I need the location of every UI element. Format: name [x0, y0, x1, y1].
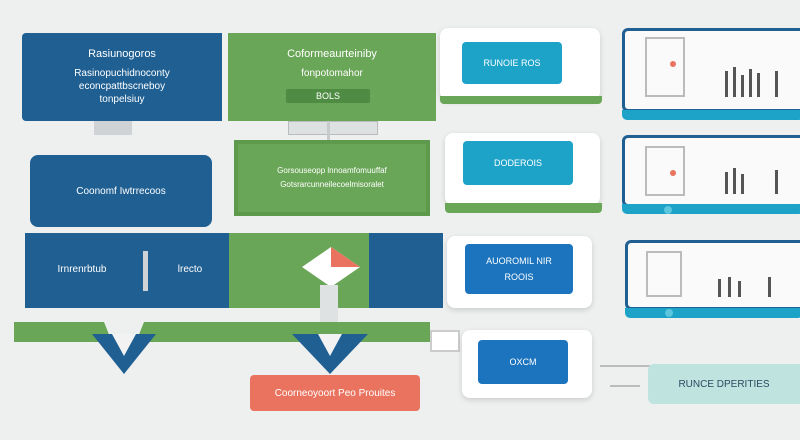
- bols-button[interactable]: BOLS: [286, 89, 370, 103]
- mint-label: RUNCE DPERITIES: [648, 364, 800, 404]
- block-label: Coonomf Iwtrrecoos: [76, 185, 166, 197]
- status-led: [670, 170, 676, 176]
- process-band-bottom-left: Irnrenrbtub lrecto: [25, 233, 229, 308]
- process-block-middle-center: Gorsouseopp lnnoamfomuuffaf Gotsrarcunne…: [234, 140, 430, 216]
- block-title: Coformeaurteiniby: [287, 48, 377, 60]
- band-label: lrecto: [177, 264, 203, 275]
- process-block-middle-left: Coonomf Iwtrrecoos: [30, 155, 212, 227]
- process-band-bottom-right: [369, 233, 443, 308]
- panel-screen: [645, 37, 685, 97]
- block-line: Gorsouseopp lnnoamfomuuffaf: [277, 165, 387, 175]
- block-line: fonpotomahor: [301, 68, 363, 80]
- panel-screen: [645, 146, 685, 196]
- status-card[interactable]: DODEROIS: [445, 133, 600, 205]
- panel-screen: [646, 251, 682, 297]
- connector-line: [610, 385, 640, 387]
- monitor-panel: [622, 28, 800, 112]
- chevron-down-icon: [230, 322, 430, 374]
- card-label-main: AUOROMIL NIR: [486, 256, 552, 266]
- indicator-dot: [665, 309, 673, 317]
- monitor-panel: [622, 135, 800, 207]
- block-title: Rasiunogoros: [88, 48, 156, 60]
- final-action-button[interactable]: Coorneoyoort Peo Prouites: [250, 375, 420, 411]
- status-led: [670, 61, 676, 67]
- block-line: tonpelsiuy: [99, 94, 145, 106]
- connector-line: [600, 365, 650, 367]
- panel-base: [625, 308, 800, 318]
- card-label-sub: ROOIS: [504, 272, 534, 282]
- indicator-dot: [664, 206, 672, 214]
- status-card[interactable]: AUOROMIL NIR ROOIS: [447, 236, 592, 308]
- monitor-panel: [625, 240, 800, 310]
- chevron-down-icon: [14, 322, 234, 374]
- card-shadow-bar: [445, 203, 602, 213]
- panel-base: [622, 110, 800, 120]
- connector-line: [327, 121, 330, 151]
- connector-stub: [94, 121, 132, 135]
- band-divider: [143, 251, 148, 291]
- card-label: OXCM: [478, 340, 568, 384]
- connector-line: [320, 285, 338, 325]
- decision-diamond-icon: [302, 247, 360, 287]
- process-block-top-middle: Coformeaurteiniby fonpotomahor BOLS: [228, 33, 436, 121]
- card-label: DODEROIS: [463, 141, 573, 185]
- panel-base: [622, 204, 800, 214]
- band-label: Irnrenrbtub: [57, 264, 107, 275]
- card-label: RUNOIE ROS: [462, 42, 562, 84]
- block-line: Rasinopuchidnoconty: [74, 68, 170, 80]
- status-card[interactable]: RUNOIE ROS: [440, 28, 600, 100]
- block-line: econcpattbscneboy: [78, 81, 166, 93]
- block-line: Gotsrarcunneilecoelmisoralet: [280, 180, 384, 189]
- status-card[interactable]: OXCM: [462, 330, 592, 398]
- card-label: AUOROMIL NIR ROOIS: [465, 244, 573, 294]
- process-block-top-left: Rasiunogoros Rasinopuchidnoconty econcpa…: [22, 33, 222, 121]
- connector-stub: [288, 121, 378, 135]
- small-connector: [430, 330, 460, 352]
- card-shadow-bar: [440, 96, 602, 104]
